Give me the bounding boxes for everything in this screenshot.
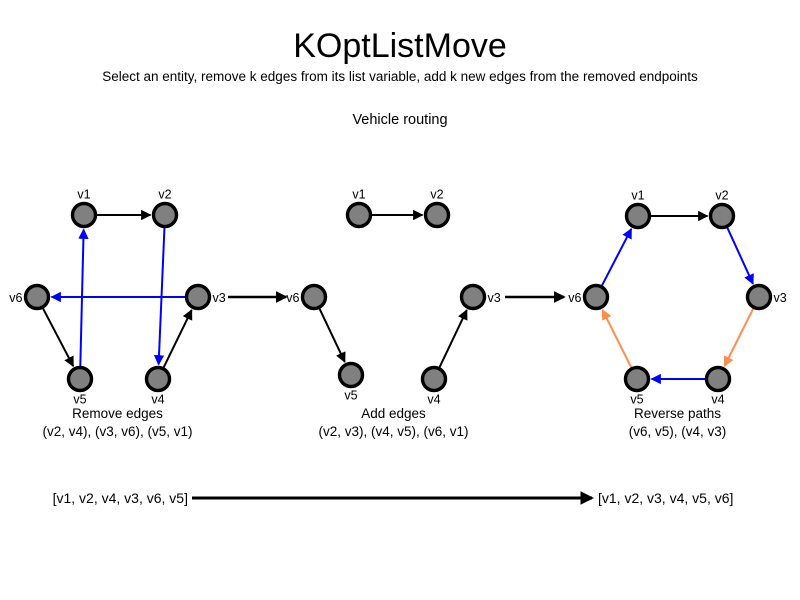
edge-v5-to-v6	[601, 309, 633, 370]
node-labels-layer: v1 v2 v3 v4 v5 v6 v1 v2 v3 v4 v5 v6 v1 v2 v3 v4 v5 v6	[9, 188, 786, 407]
node-label-v1: v1	[631, 189, 644, 203]
edge-v6-to-v5	[41, 306, 75, 368]
node-label-v1: v1	[352, 188, 365, 202]
page-subtitle: Select an entity, remove k edges from it…	[102, 69, 698, 84]
node-label-v4: v4	[711, 393, 724, 407]
edge-v2-to-v3	[725, 226, 754, 285]
graph-node-v3[interactable]	[459, 283, 487, 311]
node-label-v5: v5	[344, 389, 357, 403]
node-label-v4: v4	[151, 393, 164, 407]
panel-remove-caption-title: Remove edges	[72, 406, 163, 421]
node-label-v5: v5	[630, 393, 643, 407]
graph-node-v1[interactable]	[624, 202, 652, 230]
panel-remove-caption-detail: (v2, v4), (v3, v6), (v5, v1)	[42, 424, 192, 439]
page-title: KOptListMove	[293, 27, 507, 65]
footer-layer: [v1, v2, v4, v3, v6, v5] [v1, v2, v3, v4,…	[53, 490, 734, 506]
graph-node-v6[interactable]	[582, 283, 610, 311]
panel-reverse-caption-detail: (v6, v5), (v4, v3)	[629, 424, 727, 439]
footer-after-list: [v1, v2, v3, v4, v5, v6]	[598, 490, 733, 506]
graph-node-v4[interactable]	[420, 365, 448, 393]
node-label-v6: v6	[568, 291, 581, 305]
node-label-v6: v6	[9, 291, 22, 305]
node-label-v3: v3	[488, 291, 501, 305]
nodes-layer	[23, 201, 773, 393]
node-label-v6: v6	[286, 291, 299, 305]
edge-v6-to-v5	[318, 306, 346, 363]
graph-node-v2[interactable]	[423, 201, 451, 229]
graph-node-v6[interactable]	[300, 283, 328, 311]
graph-node-v2[interactable]	[151, 201, 179, 229]
node-label-v3: v3	[774, 291, 787, 305]
graph-node-v3[interactable]	[745, 283, 773, 311]
edge-v5-to-v1	[78, 228, 89, 368]
graph-node-v4[interactable]	[144, 365, 172, 393]
graph-node-v1[interactable]	[70, 201, 98, 229]
node-label-v1: v1	[77, 188, 90, 202]
context-label: Vehicle routing	[352, 112, 448, 128]
panel-add-caption-title: Add edges	[361, 406, 426, 421]
edge-v6-to-v1	[600, 227, 633, 288]
node-label-v2: v2	[158, 188, 171, 202]
node-label-v3: v3	[213, 291, 226, 305]
node-label-v2: v2	[715, 189, 728, 203]
graph-node-v5[interactable]	[623, 365, 651, 393]
graph-node-v1[interactable]	[345, 201, 373, 229]
edge-v4-to-v3	[162, 309, 193, 370]
node-label-v5: v5	[73, 393, 86, 407]
panel-add-caption-detail: (v2, v3), (v4, v5), (v6, v1)	[318, 424, 468, 439]
graph-node-v4[interactable]	[704, 365, 732, 393]
panel-reverse-caption-title: Reverse paths	[634, 406, 721, 421]
graph-node-v5[interactable]	[66, 365, 94, 393]
captions-layer: Remove edges (v2, v4), (v3, v6), (v5, v1)…	[42, 406, 726, 439]
footer-before-list: [v1, v2, v4, v3, v6, v5]	[53, 490, 188, 506]
edge-v4-to-v3	[438, 309, 468, 370]
node-label-v2: v2	[430, 188, 443, 202]
edge-v3-to-v4	[723, 306, 755, 367]
node-label-v4: v4	[427, 393, 440, 407]
edge-v2-to-v4	[153, 226, 166, 366]
graph-node-v2[interactable]	[708, 202, 736, 230]
graph-node-v6[interactable]	[23, 283, 51, 311]
edges-layer	[41, 209, 755, 385]
graph-node-v5[interactable]	[337, 361, 365, 389]
graph-node-v3[interactable]	[184, 283, 212, 311]
